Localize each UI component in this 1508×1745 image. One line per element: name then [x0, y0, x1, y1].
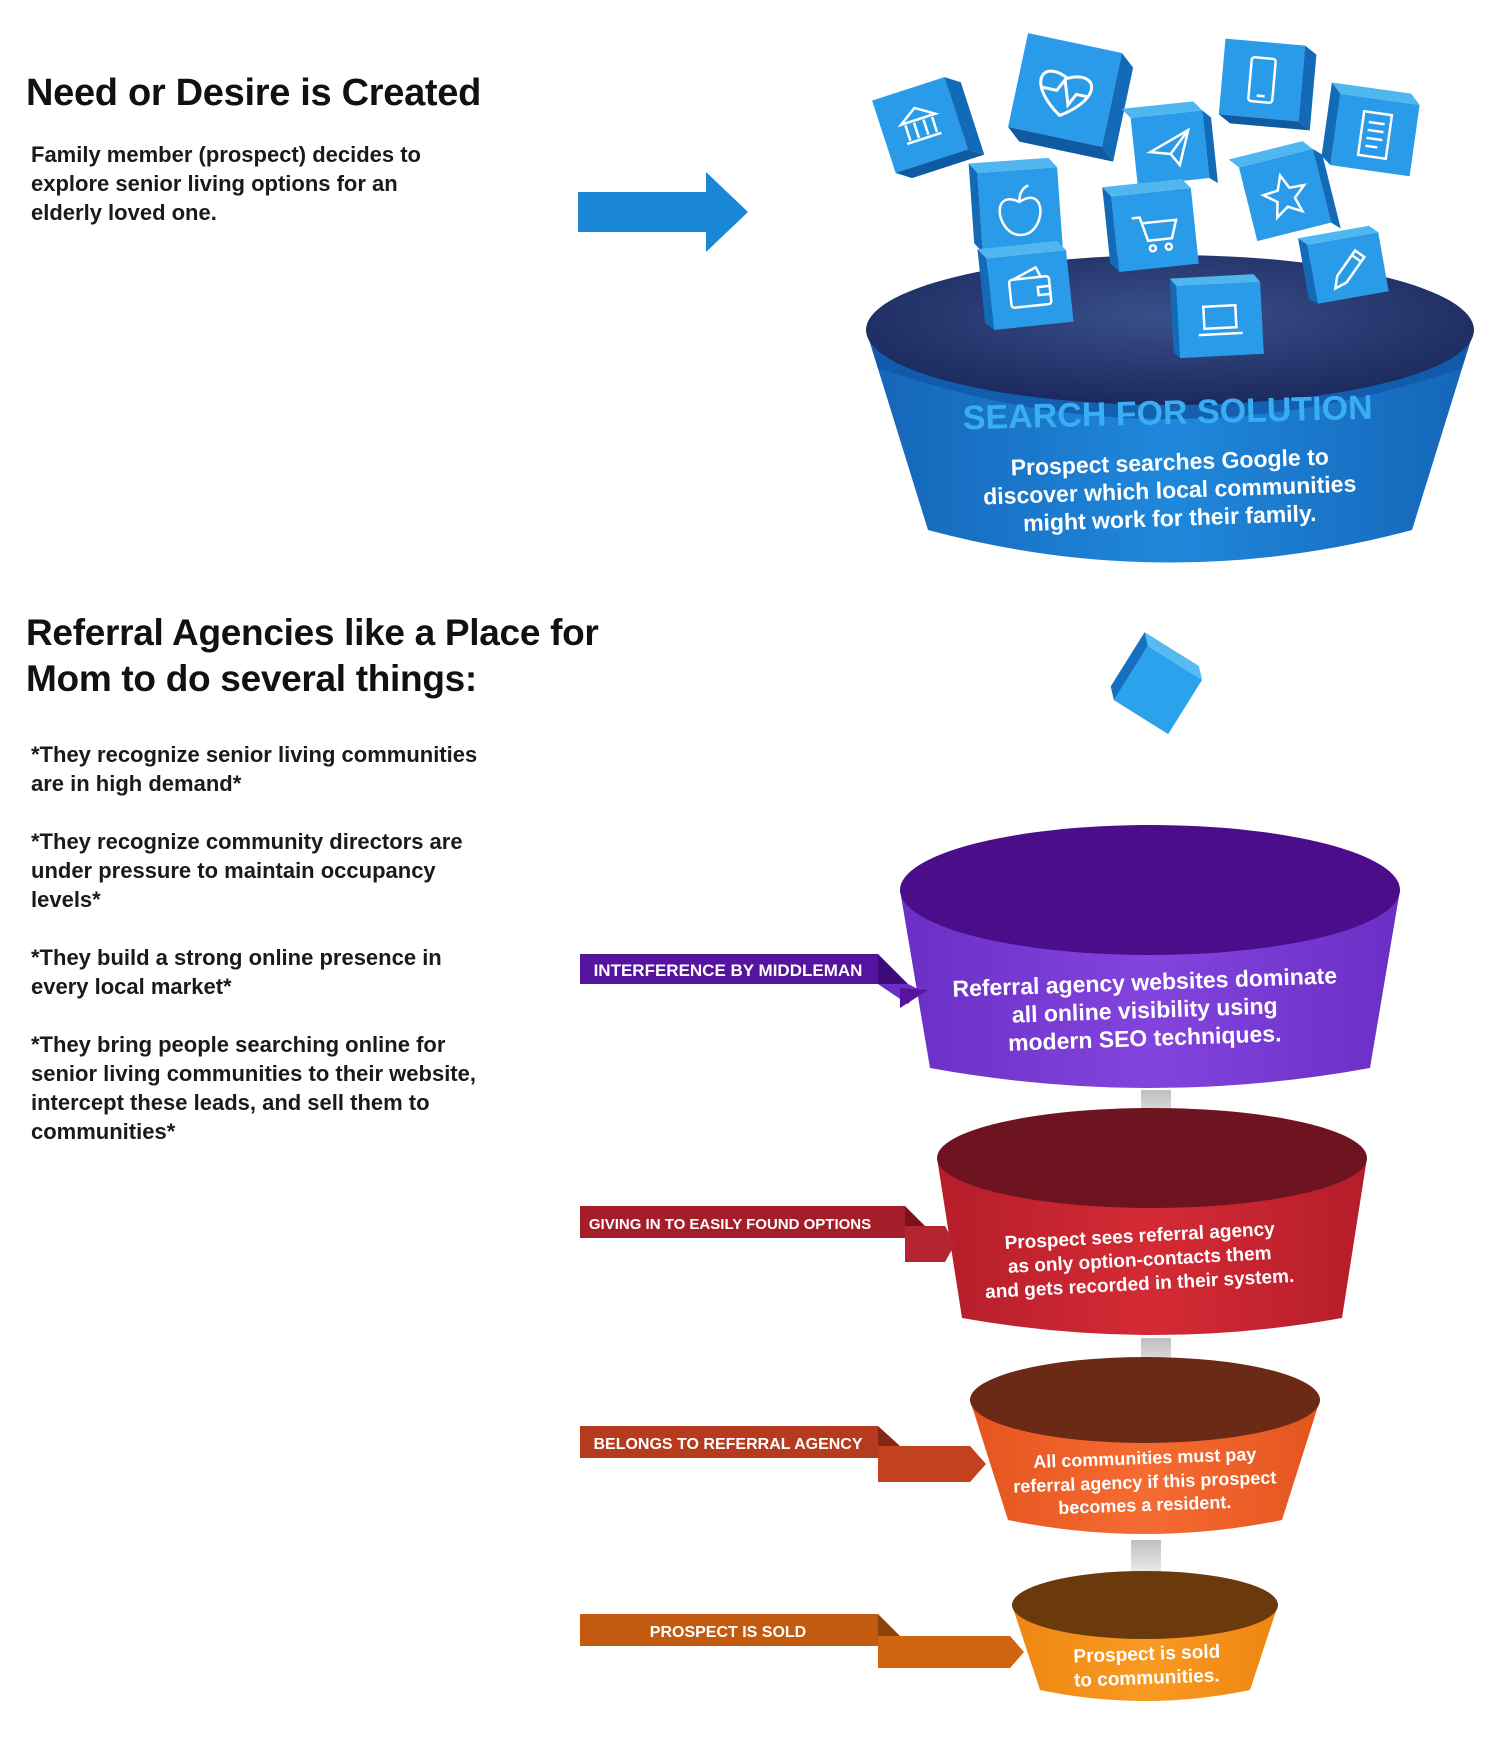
falling-cube — [1110, 632, 1203, 735]
cube-document — [1321, 82, 1420, 177]
search-funnel: SEARCH FOR SOLUTION Prospect searches Go… — [866, 255, 1474, 563]
stage-funnel-2: Prospect sees referral agency as only op… — [937, 1108, 1367, 1335]
heart-rate-icon — [1039, 69, 1093, 118]
bank-icon — [897, 106, 942, 146]
stage-label-2: GIVING IN TO EASILY FOUND OPTIONS — [580, 1206, 955, 1262]
bullet-item: *They build a strong online presence in … — [31, 945, 442, 999]
cube-star — [1228, 141, 1341, 242]
star-icon — [1260, 172, 1308, 221]
stage-funnel-1: Referral agency websites dominate all on… — [900, 825, 1400, 1088]
section1-text: Family member (prospect) decides to expl… — [31, 142, 421, 225]
stage-label-1: INTERFERENCE BY MIDDLEMAN — [580, 954, 928, 1008]
cube-bank — [872, 77, 985, 179]
document-icon — [1356, 109, 1394, 161]
stage-label-text: INTERFERENCE BY MIDDLEMAN — [594, 961, 863, 980]
paper-plane-icon — [1146, 127, 1191, 168]
laptop-icon — [1198, 303, 1243, 337]
section1-heading: Need or Desire is Created — [26, 72, 482, 114]
cube-laptop — [1169, 274, 1264, 359]
stage-label-text: PROSPECT IS SOLD — [650, 1624, 806, 1641]
bullet-item: *They recognize community directors are … — [31, 829, 463, 912]
bullet-item: *They recognize senior living communitie… — [31, 742, 478, 796]
stage-label-4: PROSPECT IS SOLD — [580, 1614, 1024, 1668]
bullet-list: *They recognize senior living communitie… — [31, 740, 481, 1175]
stage-label-3: BELONGS TO REFERRAL AGENCY — [580, 1426, 986, 1482]
stage-label-text: GIVING IN TO EASILY FOUND OPTIONS — [589, 1216, 871, 1233]
wallet-icon — [1007, 265, 1053, 309]
stage-label-text: BELONGS TO REFERRAL AGENCY — [593, 1436, 862, 1453]
cube-apple — [968, 157, 1063, 253]
pencil-icon — [1333, 248, 1367, 291]
stage-text: to communities. — [1074, 1665, 1220, 1691]
apple-icon — [998, 184, 1042, 237]
section2-heading: Referral Agencies like a Place for Mom t… — [26, 612, 599, 699]
shopping-cart-icon — [1131, 216, 1178, 253]
cube-heart — [1008, 33, 1134, 162]
bullet-item: *They bring people searching online for … — [31, 1032, 476, 1144]
cube-wallet — [977, 240, 1074, 330]
cube-pencil — [1298, 225, 1389, 304]
stage-text: Prospect is sold — [1073, 1641, 1220, 1667]
right-arrow-icon — [578, 172, 748, 252]
cube-plane — [1121, 101, 1218, 186]
cube-phone — [1218, 38, 1317, 131]
stage-funnel-3: All communities must pay referral agency… — [970, 1357, 1320, 1534]
cube-cart — [1102, 178, 1199, 272]
stage-funnel-4: Prospect is sold to communities. — [1012, 1571, 1278, 1701]
smartphone-icon — [1247, 56, 1277, 104]
